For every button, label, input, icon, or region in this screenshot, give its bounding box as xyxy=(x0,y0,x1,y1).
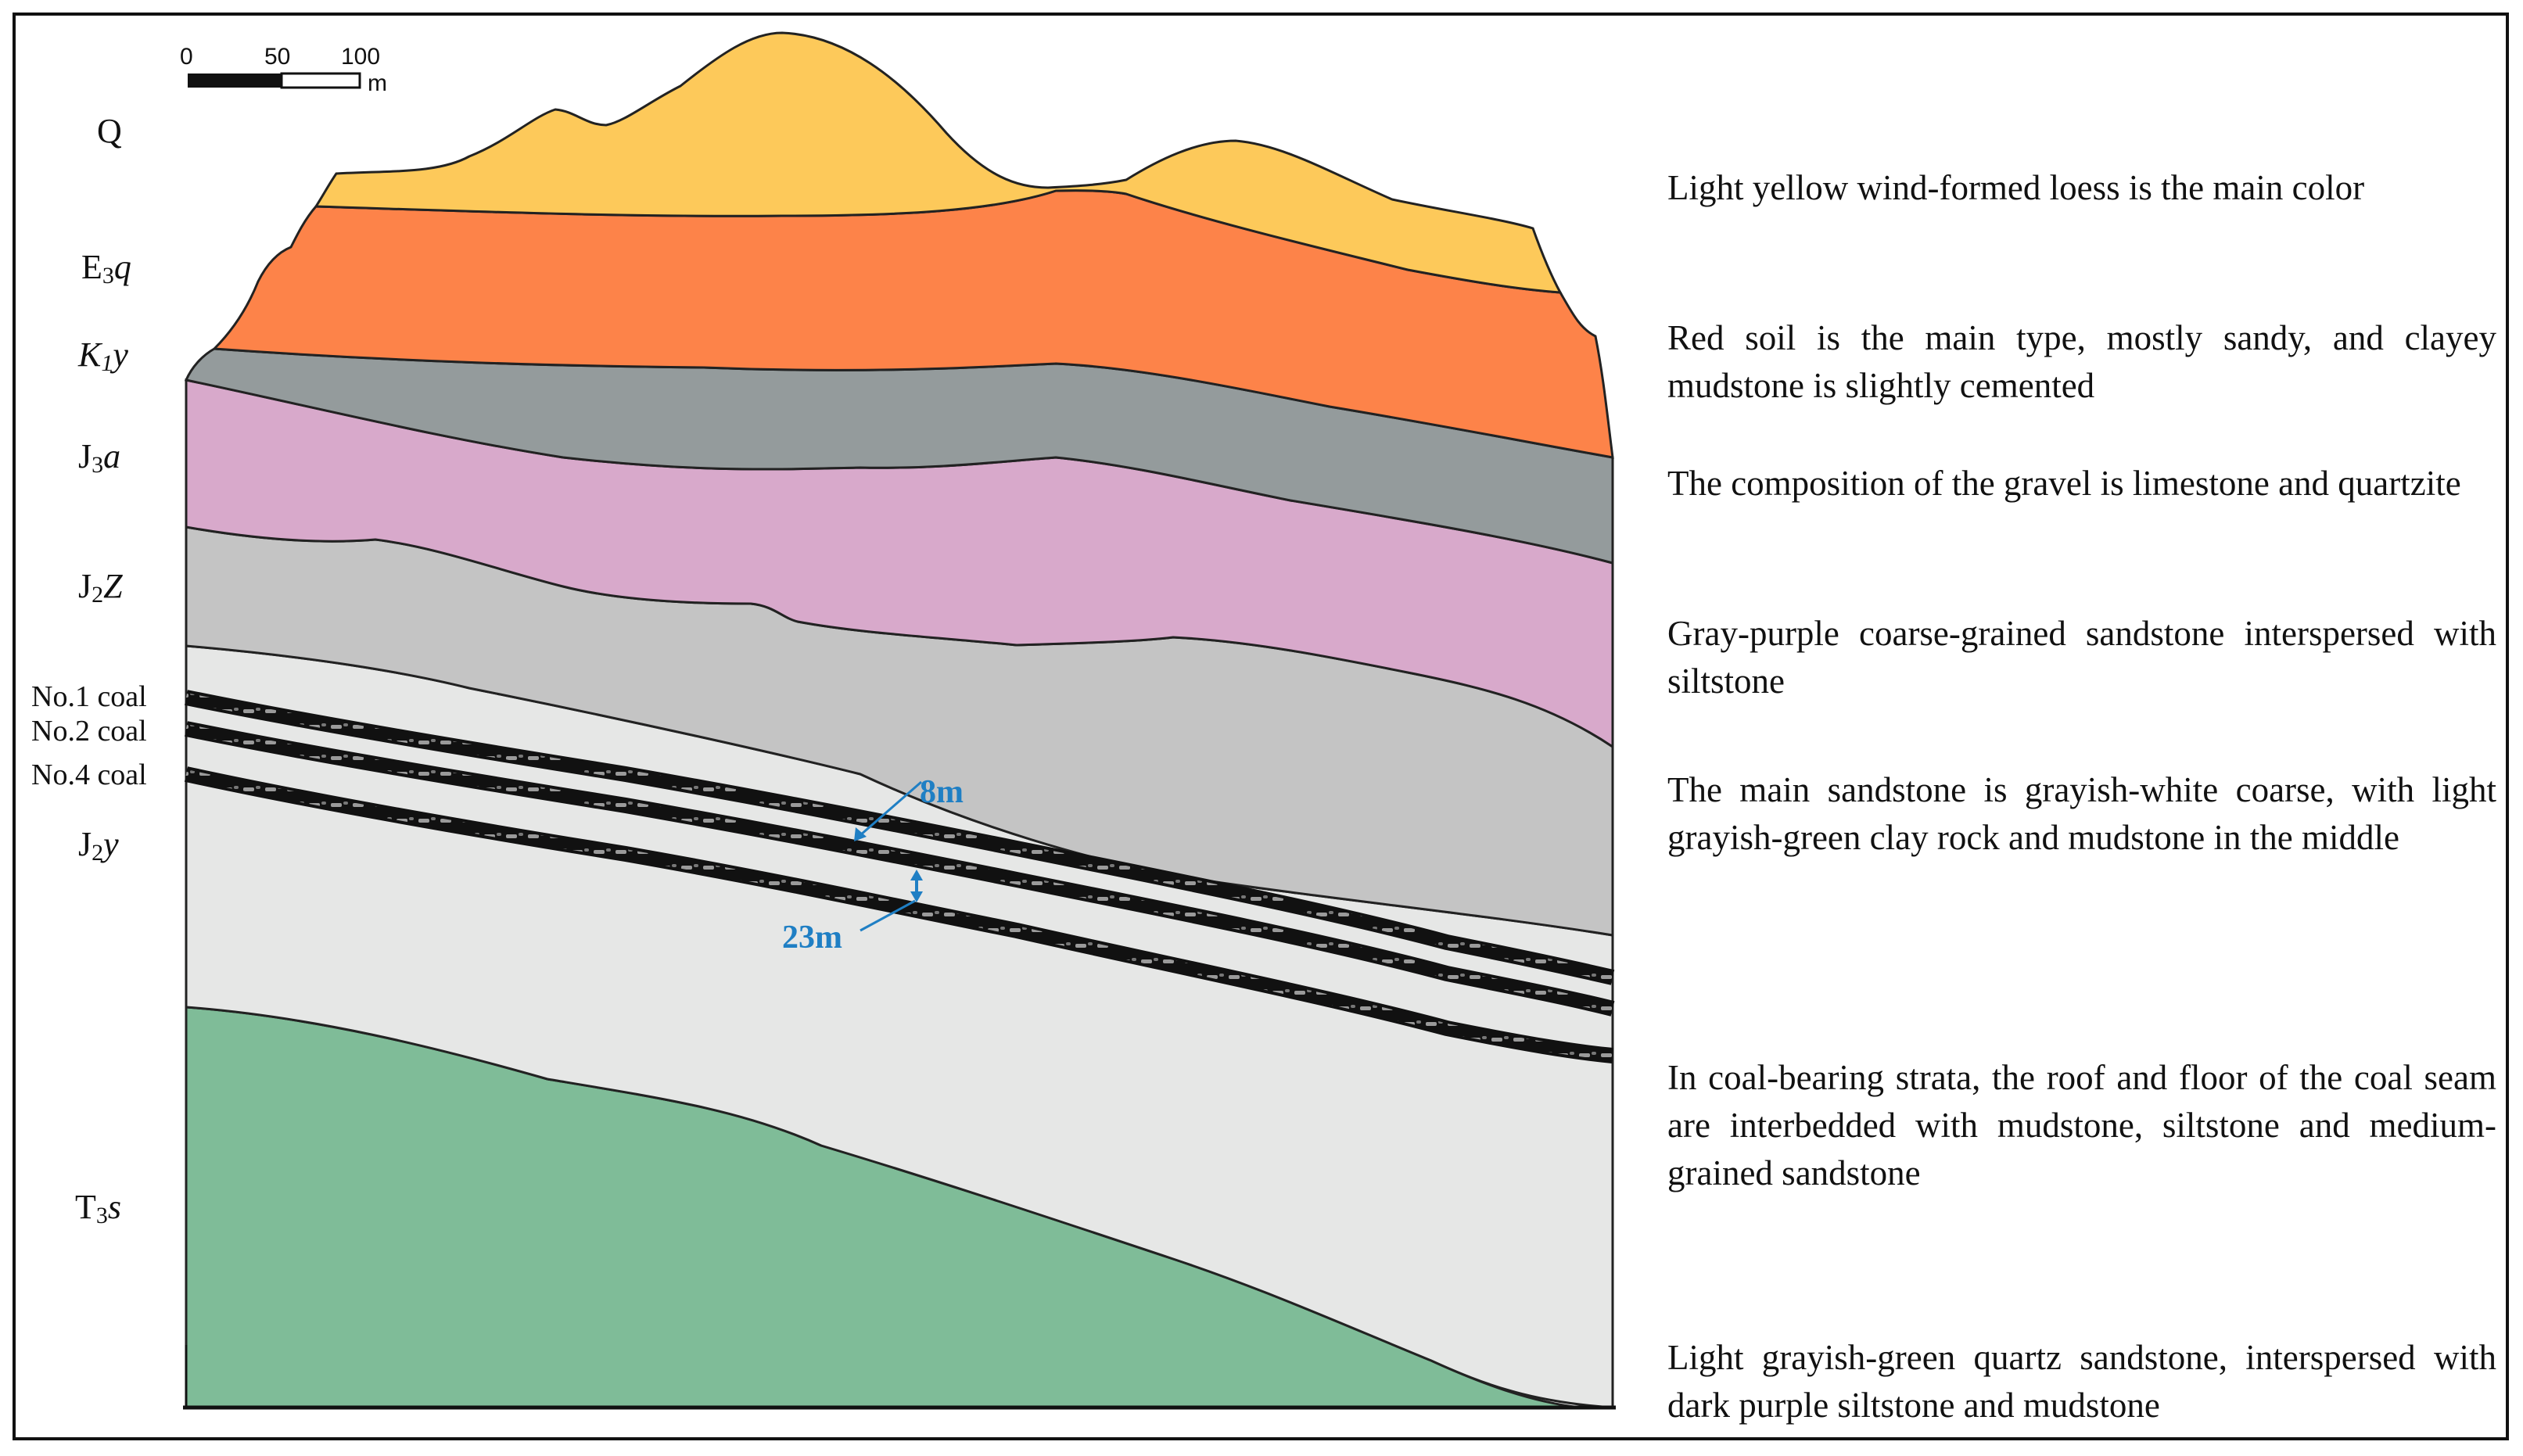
stratum-label-t3s: T3s xyxy=(75,1188,122,1228)
spacing-label-8m: 8m xyxy=(920,774,964,810)
description-j2z: The main sandstone is grayish-white coar… xyxy=(1667,770,2496,857)
stratum-label-k1y: K1y xyxy=(78,335,128,376)
description-q: Light yellow wind-formed loess is the ma… xyxy=(1667,168,2365,207)
scale-tick-0: 0 xyxy=(180,44,193,70)
coal-label-no1: No.1 coal xyxy=(31,680,147,713)
stratum-label-q: Q xyxy=(97,112,122,150)
coal-label-no2: No.2 coal xyxy=(31,715,147,748)
coal-seam-4-pattern xyxy=(185,769,1613,1060)
spacing-23m-leader xyxy=(860,899,916,932)
stratum-label-e3q: E3q xyxy=(81,248,131,289)
scale-bar-white xyxy=(280,72,361,89)
spacing-23m-arrow-down xyxy=(910,891,923,902)
figure-frame xyxy=(13,13,2509,1440)
spacing-8m-arrow xyxy=(854,827,867,841)
spacing-8m-leader xyxy=(860,780,922,837)
spacing-label-23m: 23m xyxy=(782,920,842,956)
stratum-label-j2z: J2Z xyxy=(78,567,123,608)
stratum-label-j2y: J2y xyxy=(78,825,119,866)
scale-tick-100: 100 xyxy=(341,44,381,70)
spacing-23m-arrow-up xyxy=(910,870,923,880)
description-e3q: Red soil is the main type, mostly sandy,… xyxy=(1667,318,2496,405)
stratum-q xyxy=(314,31,1563,294)
scale-bar-black xyxy=(188,74,282,88)
scale-unit: m xyxy=(368,70,387,96)
scale-tick-50: 50 xyxy=(264,44,291,70)
description-t3s: Light grayish-green quartz sandstone, in… xyxy=(1667,1338,2496,1425)
coal-seam-2-pattern xyxy=(185,724,1614,1013)
coal-seam-1-pattern xyxy=(185,693,1614,982)
stratum-label-j3a: J3a xyxy=(78,437,121,478)
description-j2y: In coal-bearing strata, the roof and flo… xyxy=(1667,1058,2496,1192)
description-k1y: The composition of the gravel is limesto… xyxy=(1667,464,2461,503)
coal-label-no4: No.4 coal xyxy=(31,758,147,791)
description-j3a: Gray-purple coarse-grained sandstone int… xyxy=(1667,614,2496,701)
